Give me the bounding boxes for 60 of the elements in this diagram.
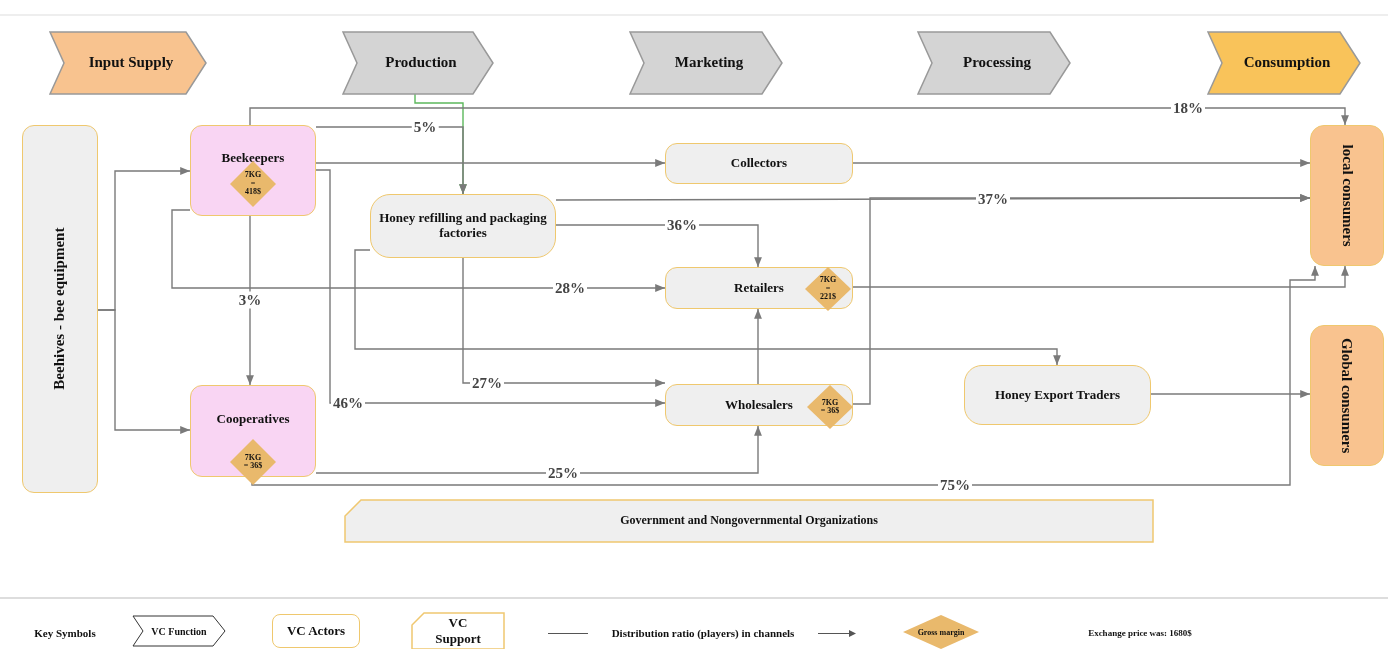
gross-margin-diamond	[807, 385, 853, 429]
connector-arrow	[462, 257, 666, 387]
support-banner	[345, 500, 1153, 542]
legend-diamond: Gross margin	[903, 615, 979, 649]
actor-box	[964, 365, 1151, 425]
connector-arrow	[1150, 390, 1311, 398]
gross-margin-diamond	[805, 267, 851, 311]
legend-support-banner: VC Support	[412, 613, 504, 649]
connector-arrow	[852, 265, 1349, 288]
actor-box	[22, 125, 98, 493]
node-label: Collectors	[730, 156, 788, 171]
connector-arrow	[97, 309, 191, 434]
actor-box	[665, 267, 853, 309]
connector-arrow	[315, 159, 666, 167]
legend-text: Distribution ratio (players) in channels	[610, 626, 796, 641]
node-label: Global consumers	[1338, 337, 1356, 454]
connector-arrow	[171, 209, 666, 292]
actor-box	[665, 143, 853, 184]
node-label: local consumers	[1338, 144, 1356, 247]
margin-value: 7KG = 36$	[819, 398, 841, 416]
node-label: Wholesalers	[725, 397, 793, 413]
connector-arrow	[315, 169, 666, 407]
connector-arrow	[354, 249, 1061, 366]
connector-arrow	[246, 215, 254, 386]
stage-chevron	[918, 32, 1070, 94]
node-label: Retailers	[734, 280, 784, 296]
legend-chevron: VC Function	[133, 616, 225, 646]
stage-label: Input Supply	[88, 54, 174, 72]
stage-chevron	[50, 32, 206, 94]
gross-margin-diamond	[230, 439, 276, 485]
connector-arrow	[754, 308, 762, 385]
stage-label: Production	[385, 54, 457, 72]
connector-arrow	[249, 107, 1349, 126]
margin-value: 7KG = 418$	[243, 171, 263, 197]
connector-arrow	[852, 194, 1311, 405]
node-label: Cooperatives	[216, 411, 290, 427]
stage-chevron	[343, 32, 493, 94]
legend-actor-box: VC Actors	[272, 614, 360, 648]
actor-box	[1310, 325, 1384, 466]
node-label: Honey Export Traders	[994, 387, 1121, 403]
stage-label: Processing	[962, 54, 1032, 72]
node-label: Beekeepers	[221, 151, 285, 166]
note-text: Exchange price was: 1680$	[1087, 627, 1193, 640]
margin-value: 7KG = 221$	[818, 276, 838, 302]
connector-arrow	[315, 425, 762, 474]
stage-label: Marketing	[674, 54, 744, 72]
actor-box	[1310, 125, 1384, 266]
actor-box	[190, 125, 316, 216]
margin-value: 7KG = 36$	[242, 453, 264, 471]
node-label: Beehives - bee equipment	[51, 227, 69, 391]
actor-box	[665, 384, 853, 426]
node-label: Government and Nongovernmental Organizations	[620, 514, 878, 528]
actor-box	[370, 194, 556, 258]
node-label: Honey refilling and packaging factories	[378, 211, 548, 241]
connector-arrow	[251, 265, 1319, 486]
stage-chevron	[630, 32, 782, 94]
connector-arrow	[852, 159, 1311, 167]
stage-chevron	[1208, 32, 1360, 94]
key-heading: Key Symbols	[33, 626, 97, 641]
stage-label: Consumption	[1243, 54, 1331, 72]
